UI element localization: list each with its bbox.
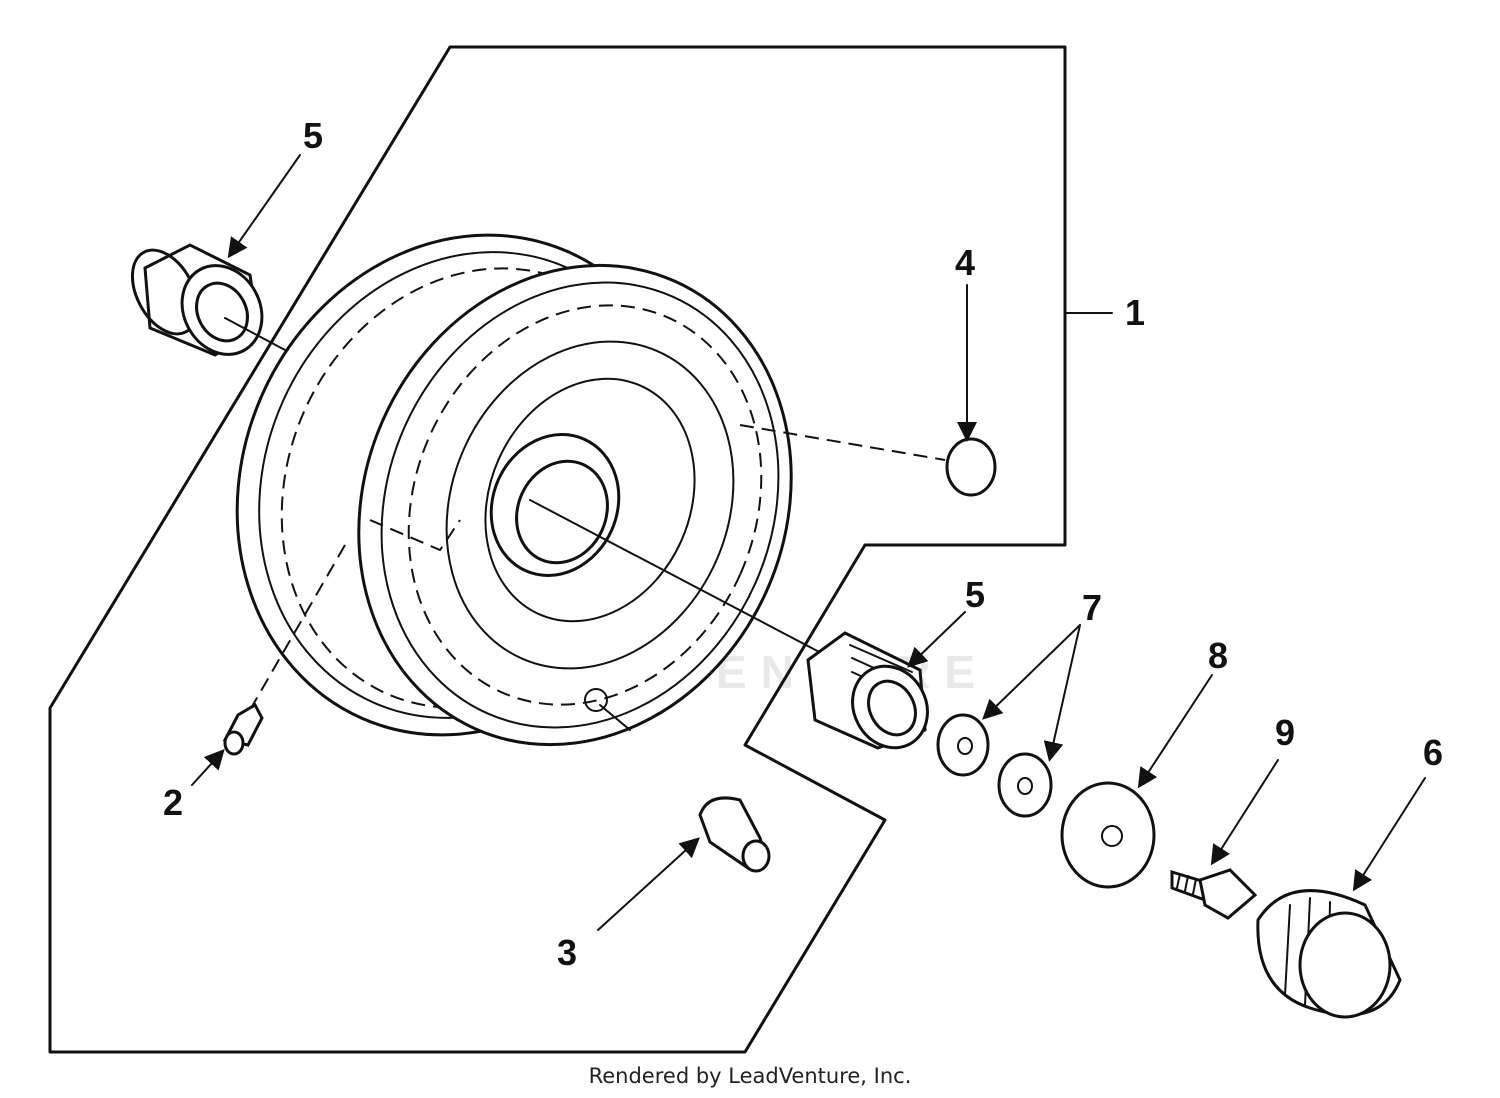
valve-stem bbox=[222, 702, 264, 756]
fitting-line bbox=[249, 544, 346, 711]
wheel-rim bbox=[235, 233, 793, 747]
callout-1: 1 bbox=[1125, 292, 1145, 333]
valve-hole-line bbox=[739, 424, 946, 461]
large-washer bbox=[1060, 781, 1156, 889]
washer-2 bbox=[997, 752, 1053, 818]
callout-6: 6 bbox=[1423, 732, 1443, 773]
callout-5-lower: 5 bbox=[965, 574, 985, 615]
axle-line bbox=[529, 499, 826, 656]
leader-lines bbox=[191, 154, 1426, 931]
valve-stem-line bbox=[369, 519, 461, 552]
callout-5-upper: 5 bbox=[303, 115, 323, 156]
washer-1 bbox=[936, 713, 990, 777]
valve-cap bbox=[945, 437, 997, 497]
bearing-lower bbox=[806, 631, 929, 750]
callout-7: 7 bbox=[1082, 587, 1102, 628]
grease-fitting bbox=[584, 688, 771, 873]
callout-8: 8 bbox=[1208, 635, 1228, 676]
callout-3: 3 bbox=[557, 932, 577, 973]
callout-9: 9 bbox=[1275, 712, 1295, 753]
footer-credit: Rendered by LeadVenture, Inc. bbox=[588, 1064, 912, 1088]
assembly-boundary bbox=[48, 45, 1067, 1054]
bolt bbox=[1170, 868, 1258, 920]
callout-2: 2 bbox=[163, 782, 183, 823]
bearing-upper bbox=[130, 243, 286, 357]
hub-cap bbox=[1256, 889, 1402, 1019]
callout-4: 4 bbox=[955, 242, 975, 283]
